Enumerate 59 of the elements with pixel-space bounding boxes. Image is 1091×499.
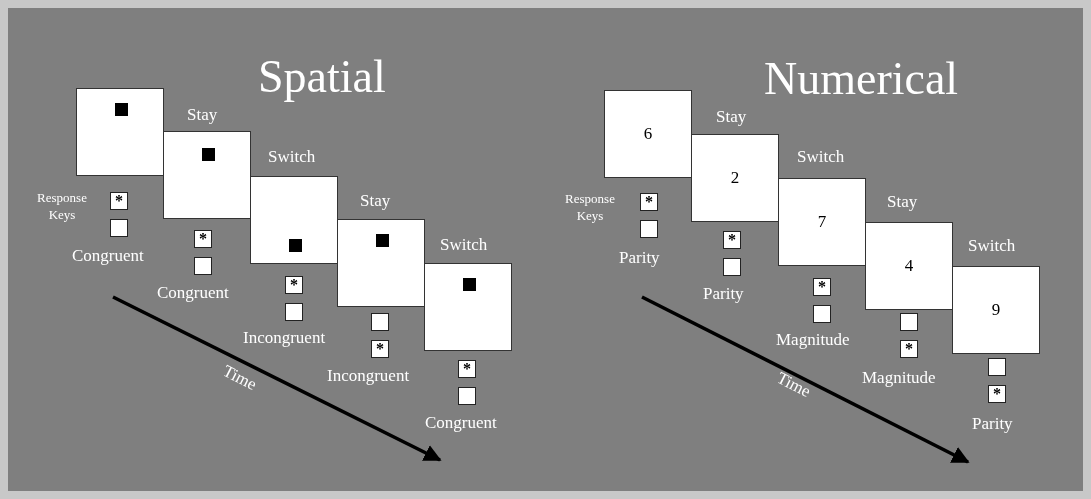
axis-label: Time bbox=[219, 361, 260, 395]
response-key bbox=[813, 305, 831, 323]
digit-text: 6 bbox=[643, 124, 653, 144]
response-key bbox=[988, 358, 1006, 376]
response-key: * bbox=[194, 230, 212, 248]
trial-label: Stay bbox=[187, 105, 218, 125]
trial-label: Stay bbox=[716, 107, 747, 127]
panel-heading: Spatial bbox=[258, 50, 386, 103]
condition-label: Parity bbox=[619, 248, 660, 268]
response-key bbox=[640, 220, 658, 238]
stimulus-screen bbox=[76, 88, 164, 176]
digit-text: 9 bbox=[991, 300, 1001, 320]
condition-label: Congruent bbox=[425, 413, 497, 433]
response-key bbox=[285, 303, 303, 321]
response-key: * bbox=[723, 231, 741, 249]
stimulus-screen bbox=[691, 134, 779, 222]
response-key: * bbox=[640, 193, 658, 211]
trial-label: Stay bbox=[887, 192, 918, 212]
trial-label: Switch bbox=[268, 147, 316, 167]
stimulus-screen bbox=[250, 176, 338, 264]
response-key bbox=[110, 219, 128, 237]
response-key: * bbox=[813, 278, 831, 296]
digit-text: 2 bbox=[730, 168, 740, 188]
condition-label: Congruent bbox=[72, 246, 144, 266]
response-key: * bbox=[900, 340, 918, 358]
condition-label: Parity bbox=[972, 414, 1013, 434]
response-key: * bbox=[285, 276, 303, 294]
digit-text: 7 bbox=[817, 212, 827, 232]
response-key bbox=[900, 313, 918, 331]
stimulus-screen bbox=[163, 131, 251, 219]
condition-label: Incongruent bbox=[243, 328, 326, 348]
response-key bbox=[723, 258, 741, 276]
response-key bbox=[458, 387, 476, 405]
condition-label: Incongruent bbox=[327, 366, 410, 386]
condition-label: Parity bbox=[703, 284, 744, 304]
row-label: Response Keys bbox=[564, 191, 616, 225]
condition-label: Congruent bbox=[157, 283, 229, 303]
response-key: * bbox=[110, 192, 128, 210]
axis-label: Time bbox=[773, 368, 814, 402]
response-key bbox=[194, 257, 212, 275]
condition-label: Magnitude bbox=[862, 368, 936, 388]
digit-text: 4 bbox=[904, 256, 914, 276]
stimulus-screen bbox=[865, 222, 953, 310]
stimulus-screen bbox=[952, 266, 1040, 354]
response-key bbox=[371, 313, 389, 331]
response-key: * bbox=[458, 360, 476, 378]
panel-heading: Numerical bbox=[764, 52, 959, 105]
row-label: Response Keys bbox=[36, 190, 88, 224]
trial-label: Switch bbox=[797, 147, 845, 167]
response-key: * bbox=[371, 340, 389, 358]
response-key: * bbox=[988, 385, 1006, 403]
condition-label: Magnitude bbox=[776, 330, 850, 350]
trial-label: Switch bbox=[440, 235, 488, 255]
trial-label: Stay bbox=[360, 191, 391, 211]
stimulus-screen bbox=[604, 90, 692, 178]
stimulus-screen bbox=[424, 263, 512, 351]
stimulus-screen bbox=[337, 219, 425, 307]
stimulus-screen bbox=[778, 178, 866, 266]
trial-label: Switch bbox=[968, 236, 1016, 256]
